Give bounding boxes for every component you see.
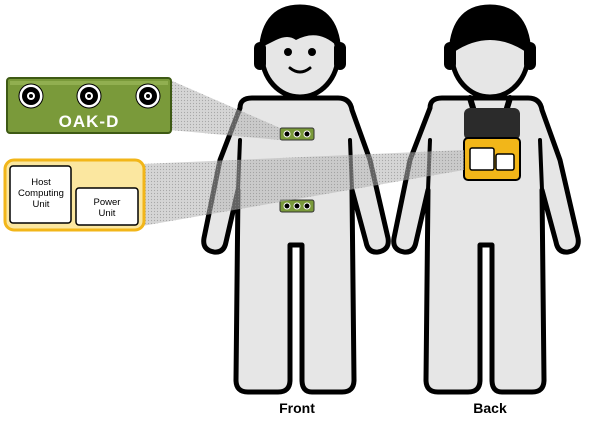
oak-d-lens-center <box>76 83 102 109</box>
host-label-line-1: Host <box>31 177 51 188</box>
front-figure-body <box>201 95 391 395</box>
back-head <box>444 4 536 100</box>
front-eye-left <box>284 48 292 56</box>
waist-camera <box>279 199 315 213</box>
oak-d-lens-left <box>18 83 44 109</box>
oak-d-lens-right <box>135 83 161 109</box>
front-eye-right <box>308 48 316 56</box>
host-computing-unit-box <box>9 165 72 224</box>
back-ear-cup-left <box>444 42 456 70</box>
back-hair <box>454 15 526 52</box>
backpack-power-unit <box>495 153 515 171</box>
oak-d-callout: OAK-D <box>6 77 172 134</box>
chest-camera <box>279 127 315 141</box>
back-figure <box>391 4 581 395</box>
front-ear-cup-right <box>334 42 346 70</box>
front-head <box>254 4 346 100</box>
back-label: Back <box>473 400 507 416</box>
back-arm-seam-right <box>538 138 544 192</box>
front-mouth <box>288 66 312 74</box>
host-label-line-2: Computing <box>18 188 64 199</box>
power-label-line-1: Power <box>94 197 121 208</box>
backpack-top <box>464 108 520 140</box>
host-label-line-3: Unit <box>33 199 50 210</box>
compute-callout: Host Computing Unit Power Unit <box>3 158 146 232</box>
front-label: Front <box>279 400 315 416</box>
backpack-host-unit <box>469 147 495 171</box>
power-unit-box <box>75 187 139 226</box>
oak-d-label: OAK-D <box>59 112 120 131</box>
backpack <box>463 95 521 181</box>
back-ear-cup-right <box>524 42 536 70</box>
front-ear-cup-left <box>254 42 266 70</box>
power-label-line-2: Unit <box>99 208 116 219</box>
front-hair <box>264 15 337 46</box>
